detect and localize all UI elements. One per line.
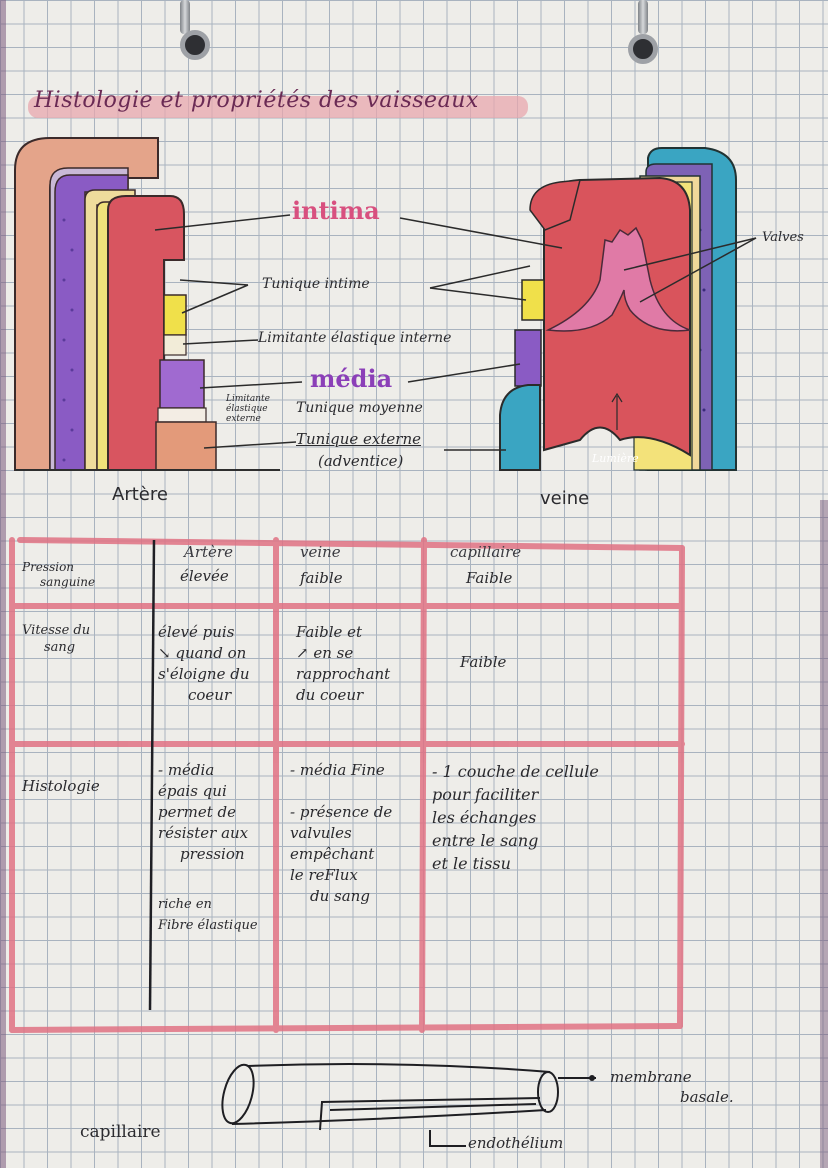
cell-line: - 1 couche de cellule <box>432 762 599 781</box>
artery-drawing <box>14 137 303 471</box>
label-adventice: (adventice) <box>318 452 404 470</box>
cell-line: Fibre élastique <box>158 918 258 933</box>
cell-line: ↘ quand on <box>158 644 247 662</box>
table-header-capillaire: capillaire <box>450 543 522 561</box>
cell-line: le reFlux <box>290 866 358 884</box>
table-cell-histologie-veine: - média Fine - présence de valvules empê… <box>290 760 392 907</box>
cell-line: - média Fine <box>290 761 385 779</box>
label-media: média <box>310 364 393 393</box>
table-cell-pression-artere: élevée <box>180 567 229 585</box>
cell-line: Faible et <box>296 623 363 641</box>
binder-ring-stem-right <box>638 0 648 34</box>
cell-line: pression <box>180 845 245 863</box>
binder-ring-left <box>180 30 210 60</box>
cell-line: permet de <box>158 803 237 821</box>
table-cell-vitesse-capillaire: Faible <box>460 653 507 671</box>
binder-edge-left <box>0 0 6 1168</box>
capillary-label-membrane: membrane <box>610 1068 692 1086</box>
binder-ring-stem-left <box>180 0 190 34</box>
row-label-line: Pression <box>22 560 75 574</box>
vein-caption: veine <box>540 488 590 509</box>
title-highlight <box>28 96 528 118</box>
table-cell-vitesse-artere: élevé puis ↘ quand on s'éloigne du coeur <box>158 622 250 706</box>
row-label-line: sang <box>44 640 76 655</box>
cell-line: ↗ en se <box>296 644 354 662</box>
label-tunique-intime: Tunique intime <box>262 276 370 292</box>
label-limitante-externe-line-2: élastique <box>226 404 268 414</box>
capillary-label-basale: basale. <box>680 1088 734 1106</box>
table-cell-histologie-capillaire: - 1 couche de cellule pour faciliter les… <box>432 760 599 875</box>
cell-line: s'éloigne du <box>158 665 250 683</box>
page-title: Histologie et propriétés des vaisseaux <box>34 88 479 113</box>
table-cell-vitesse-veine: Faible et ↗ en se rapprochant du coeur <box>296 622 390 706</box>
cell-line: du coeur <box>296 686 364 704</box>
table-cell-pression-capillaire: Faible <box>466 569 513 587</box>
cell-line: pour faciliter <box>432 785 539 804</box>
cell-line: résister aux <box>158 824 249 842</box>
binder-ring-right <box>628 34 658 64</box>
vessel-diagram <box>14 137 757 471</box>
cell-line: les échanges <box>432 808 537 827</box>
cell-line: entre le sang <box>432 831 539 850</box>
label-tunique-externe: Tunique externe <box>296 430 421 448</box>
capillary-caption: capillaire <box>80 1122 161 1142</box>
cell-line: empêchant <box>290 845 375 863</box>
table-cell-histologie-artere: - média épais qui permet de résister aux… <box>158 760 258 936</box>
label-limitante-externe-line-1: Limitante <box>226 394 270 404</box>
table-row-label-pression: Pression sanguine <box>22 560 95 590</box>
row-label-line: Vitesse du <box>22 623 91 638</box>
cell-line: valvules <box>290 824 352 842</box>
table-header-artere: Artère <box>184 543 233 561</box>
row-label-line: sanguine <box>40 575 96 589</box>
cell-line: épais qui <box>158 782 227 800</box>
label-tunique-moyenne: Tunique moyenne <box>296 400 423 416</box>
capillary-label-endothelium: endothélium <box>468 1134 564 1152</box>
artery-caption: Artère <box>112 484 168 505</box>
label-limitante-externe: Limitante élastique externe <box>226 394 270 424</box>
cell-line: du sang <box>310 887 370 905</box>
vein-drawing <box>399 147 757 471</box>
cell-line: - média <box>158 761 215 779</box>
label-valves: Valves <box>762 230 804 245</box>
label-limitante-interne: Limitante élastique interne <box>258 330 452 346</box>
cell-line: coeur <box>188 686 232 704</box>
cell-line: rapprochant <box>296 665 391 683</box>
cell-line: élevé puis <box>158 623 235 641</box>
label-lumiere: Lumière <box>592 452 639 465</box>
binder-edge-right <box>820 500 828 1168</box>
label-intima: intima <box>292 196 380 225</box>
cell-line: et le tissu <box>432 854 511 873</box>
table-header-veine: veine <box>300 543 341 561</box>
cell-line: - présence de <box>290 803 393 821</box>
label-limitante-externe-line-3: externe <box>226 414 261 424</box>
table-row-label-vitesse: Vitesse du sang <box>22 622 90 656</box>
table-row-label-histologie: Histologie <box>22 777 100 795</box>
table-cell-pression-veine: faible <box>300 569 343 587</box>
cell-line: riche en <box>158 897 212 912</box>
